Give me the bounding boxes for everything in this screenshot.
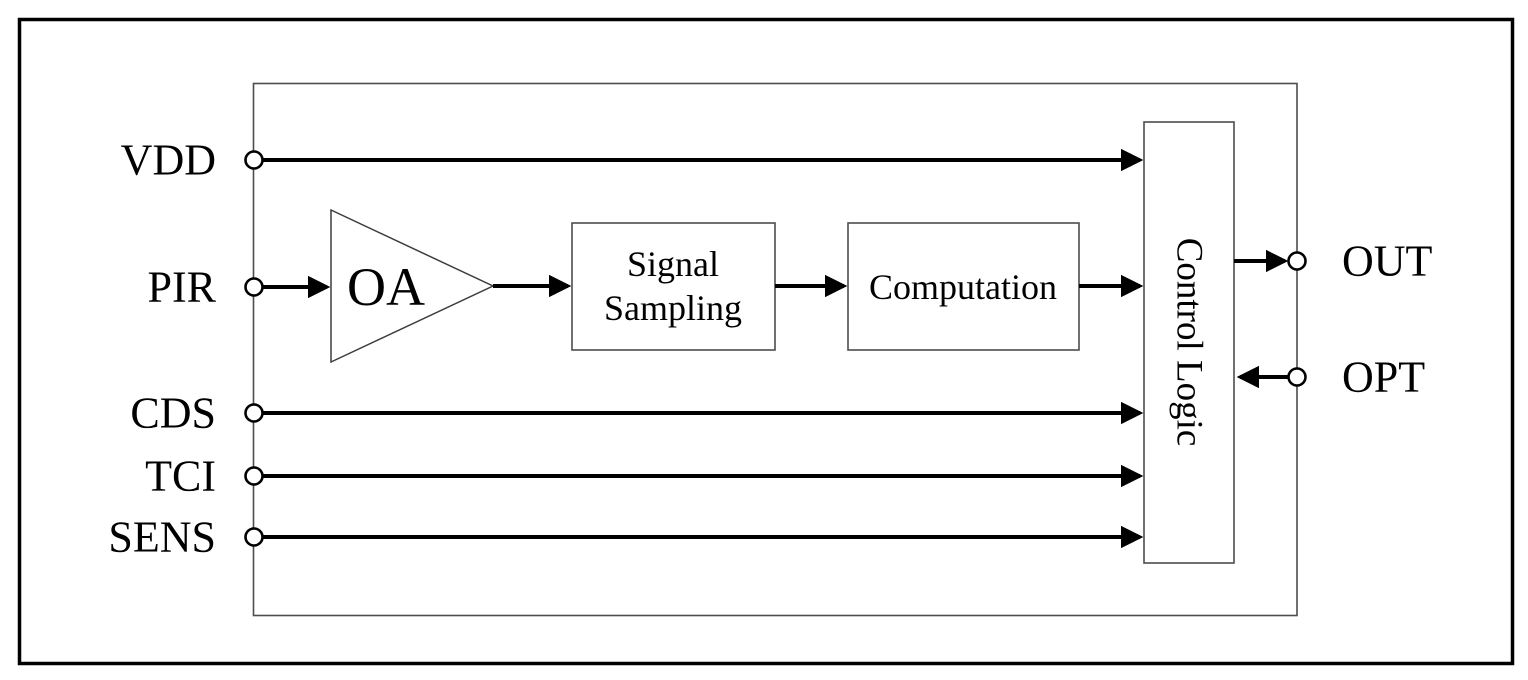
block-computation xyxy=(847,222,1080,351)
block-signal-sampling xyxy=(571,222,776,351)
pin-cds xyxy=(244,403,264,423)
port-label-opt: OPT xyxy=(1342,353,1425,402)
block-control-logic xyxy=(1143,121,1235,564)
block-label-signal-line2: Sampling xyxy=(604,288,742,328)
block-label-control-logic: Control Logic xyxy=(1169,238,1210,447)
pin-out xyxy=(1287,251,1307,271)
pin-opt xyxy=(1287,367,1307,387)
block-label-computation: Computation xyxy=(869,267,1057,307)
block-label-signal-line1: Signal xyxy=(627,244,719,284)
port-label-vdd: VDD xyxy=(121,136,216,185)
port-label-tci: TCI xyxy=(145,452,216,501)
port-label-out: OUT xyxy=(1342,237,1433,286)
port-label-sens: SENS xyxy=(108,513,216,562)
pin-pir xyxy=(244,277,264,297)
port-label-cds: CDS xyxy=(130,389,216,438)
pin-tci xyxy=(244,466,264,486)
pin-sens xyxy=(244,527,264,547)
amplifier-label: OA xyxy=(347,257,425,317)
amplifier-triangle xyxy=(330,208,495,364)
port-label-pir: PIR xyxy=(148,263,217,312)
pin-vdd xyxy=(244,150,264,170)
